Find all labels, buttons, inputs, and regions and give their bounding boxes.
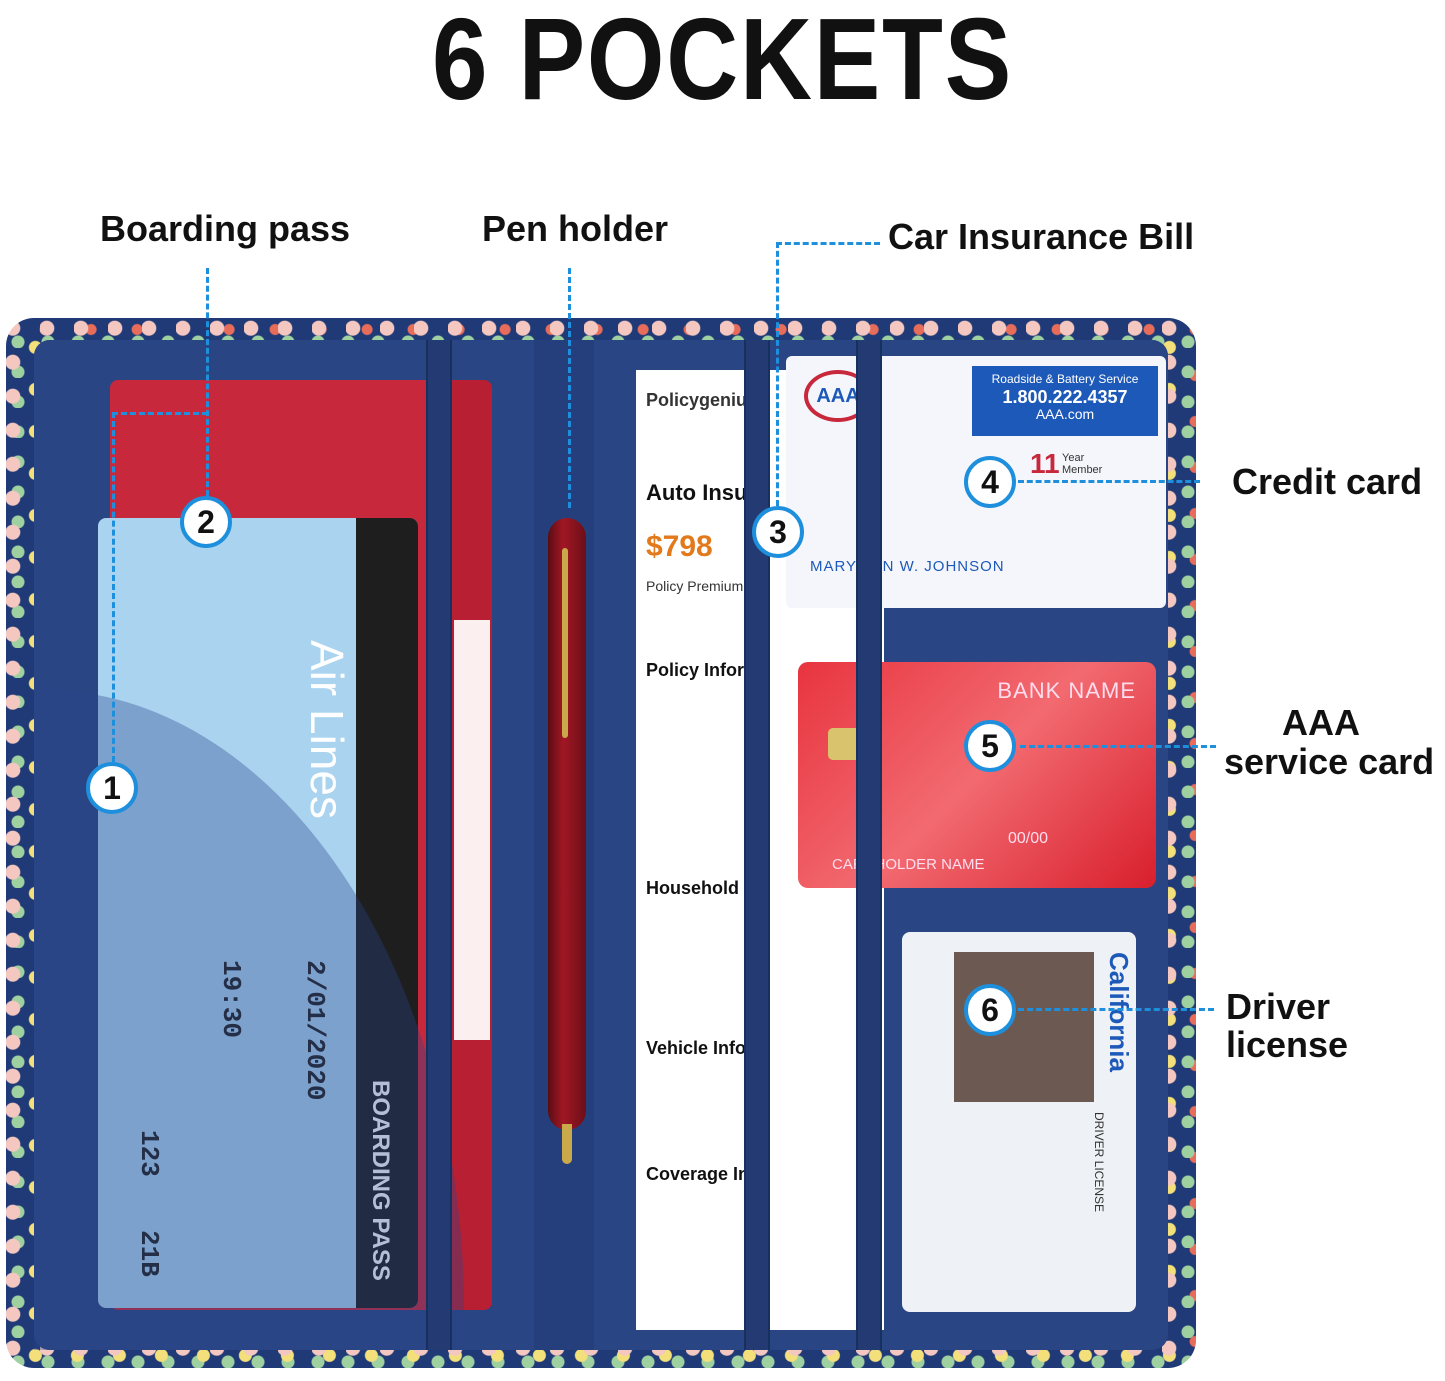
leader-1 — [112, 412, 115, 762]
badge-4: 4 — [964, 456, 1016, 508]
leader-2 — [206, 268, 209, 496]
card-holder: CARDHOLDER NAME — [832, 856, 985, 873]
badge-5: 5 — [964, 720, 1016, 772]
aaa-years: 11 — [1030, 448, 1060, 479]
pen-tip — [562, 1124, 572, 1164]
aaa-phone: 1.800.222.4357 — [1002, 387, 1128, 407]
ticket-stub-white — [454, 620, 490, 1040]
license-state: California — [1104, 952, 1134, 1072]
doc-household: Household Dr — [646, 878, 765, 898]
boarding-pass-band — [356, 518, 418, 1308]
leader-3 — [776, 242, 779, 506]
badge-1: 1 — [86, 762, 138, 814]
aaa-member-name: MARY ... N W. JOHNSON — [810, 558, 1005, 575]
badge-6: 6 — [964, 984, 1016, 1036]
wallet-cover: Air Lines 2/01/2020 19:30 123 21B BOARDI… — [6, 318, 1196, 1368]
leader-6 — [1018, 1008, 1214, 1011]
label-service-card: service card — [1224, 741, 1435, 782]
badge-2: 2 — [180, 496, 232, 548]
wallet-lining: Air Lines 2/01/2020 19:30 123 21B BOARDI… — [34, 340, 1168, 1350]
license-type: DRIVER LICENSE — [1092, 1112, 1106, 1213]
label-pen-holder: Pen holder — [482, 208, 669, 249]
card-exp: 00/00 — [1008, 830, 1049, 847]
airline-name: Air Lines — [301, 640, 353, 819]
leader-4 — [1018, 480, 1200, 483]
page-title: 6 POCKETS — [432, 0, 1013, 124]
label-credit-card: Credit card — [1232, 461, 1423, 502]
aaa-year-label: Year Member — [1062, 452, 1103, 476]
badge-3: 3 — [752, 506, 804, 558]
pen-clip — [562, 548, 568, 738]
doc-price: $798 — [646, 530, 713, 563]
leader-1-h — [112, 412, 208, 415]
leader-pen — [568, 268, 571, 508]
aaa-site: AAA.com — [1035, 406, 1095, 422]
leader-5 — [1020, 745, 1216, 748]
aaa-service-box: Roadside & Battery Service 1.800.222.435… — [972, 366, 1158, 436]
leader-3-h — [776, 242, 880, 245]
left-panel: Air Lines 2/01/2020 19:30 123 21B BOARDI… — [34, 340, 534, 1350]
right-strap-1 — [744, 340, 770, 1350]
label-aaa: AAA — [1282, 702, 1360, 743]
right-strap-2 — [856, 340, 882, 1350]
aaa-service-text: Roadside & Battery Service — [991, 372, 1139, 386]
doc-heading: Auto Insu — [646, 480, 748, 505]
doc-coverage: Coverage Inf — [646, 1164, 756, 1184]
label-car-insurance: Car Insurance Bill — [888, 216, 1195, 257]
doc-vehicle: Vehicle Inform — [646, 1038, 770, 1058]
doc-brand: Policygenius — [646, 390, 758, 410]
label-boarding-pass: Boarding pass — [100, 208, 351, 249]
driver-license-card: California DRIVER LICENSE — [902, 932, 1136, 1312]
left-strap — [426, 340, 452, 1350]
bank-name: BANK NAME — [997, 678, 1136, 703]
doc-policy-info: Policy Inform — [646, 660, 761, 680]
doc-premium: Policy Premium a — [646, 578, 755, 594]
pen-icon — [548, 518, 586, 1164]
label-driver-license: Driver license — [1226, 986, 1349, 1065]
credit-card: BANK NAME 00/00 CARDHOLDER NAME — [798, 662, 1156, 888]
